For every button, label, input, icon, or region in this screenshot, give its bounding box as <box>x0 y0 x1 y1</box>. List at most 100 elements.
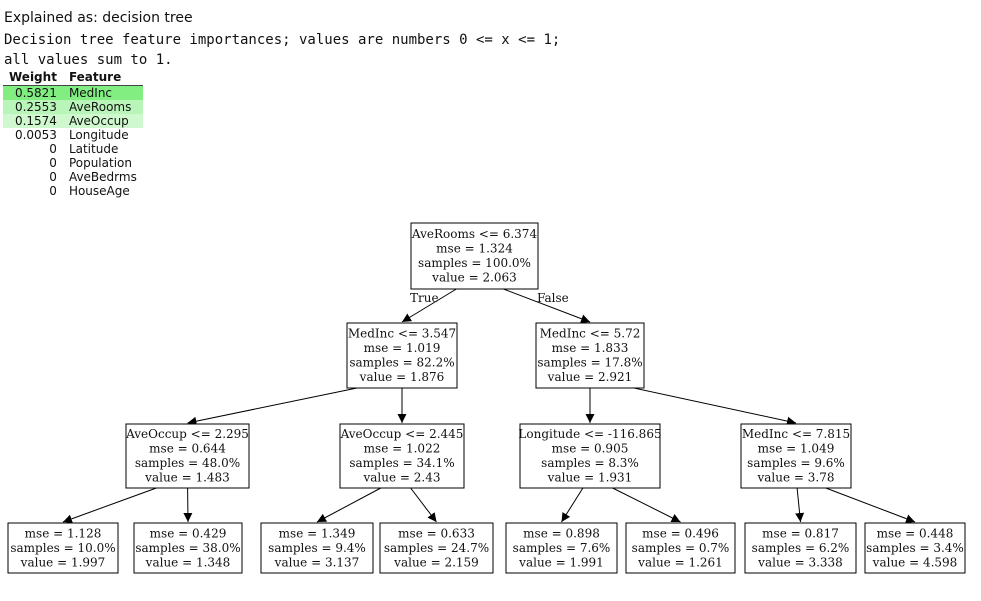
edge-label-true: True <box>410 291 439 305</box>
node-box <box>740 423 852 489</box>
weight-value: 0.1574 <box>14 114 57 128</box>
node-text-line: value = 4.598 <box>872 555 958 569</box>
weight-value: 0 <box>49 184 57 198</box>
node-text-line: mse = 0.905 <box>552 442 629 456</box>
weights-row: 0.1574 AveOccup <box>3 114 143 128</box>
node-text-line: samples = 7.6% <box>513 541 611 555</box>
feature-name: AveBedrms <box>68 170 137 184</box>
tree-edge-arrow <box>187 387 358 426</box>
feature-name: Longitude <box>68 128 129 142</box>
node-text-line: mse = 0.898 <box>523 526 600 540</box>
node-text-line: samples = 17.8% <box>537 356 642 370</box>
node-box <box>125 423 250 489</box>
tree-edge-arrow <box>503 288 591 324</box>
node-box <box>535 322 645 389</box>
node-box <box>864 522 966 574</box>
weight-column-header: Weight <box>3 70 63 86</box>
node-text-line: value = 1.991 <box>518 555 604 569</box>
node-text-line: AveOccup <= 2.295 <box>125 427 249 441</box>
node-box <box>744 522 857 574</box>
node-box <box>346 322 458 389</box>
node-text-line: mse = 1.049 <box>758 442 835 456</box>
feature-name: MedInc <box>68 86 113 100</box>
node-text-line: samples = 6.2% <box>752 541 850 555</box>
node-text-line: mse = 0.429 <box>150 526 227 540</box>
node-text-line: AveOccup <= 2.445 <box>340 427 464 441</box>
node-box <box>339 423 465 489</box>
node-box <box>260 522 374 574</box>
tree-edge-arrow <box>401 288 457 323</box>
weight-value: 0 <box>49 142 57 156</box>
node-text-line: value = 1.997 <box>20 555 106 569</box>
weight-value: 0.0053 <box>14 128 57 142</box>
explained-as-title: Explained as: decision tree <box>4 10 193 26</box>
importance-description: Decision tree feature importances; value… <box>4 30 560 70</box>
node-text-line: mse = 0.448 <box>877 526 954 540</box>
node-text-line: samples = 24.7% <box>384 541 489 555</box>
edge-label-false: False <box>537 291 569 305</box>
node-box <box>133 522 243 574</box>
node-text-line: mse = 1.349 <box>279 526 356 540</box>
tree-edge-arrow <box>410 487 437 523</box>
feature-name: Population <box>68 156 132 170</box>
tree-edge-arrow <box>795 487 805 523</box>
node-text-line: samples = 48.0% <box>135 456 240 470</box>
node-text-line: MedInc <= 5.72 <box>540 327 641 341</box>
node-text-line: mse = 1.022 <box>364 442 441 456</box>
weight-value: 0 <box>49 170 57 184</box>
feature-name: AveOccup <box>68 114 129 128</box>
node-text-line: mse = 0.644 <box>149 442 226 456</box>
description-line-2: all values sum to 1. <box>4 52 173 68</box>
node-text-line: value = 1.261 <box>637 555 723 569</box>
node-text-line: mse = 1.324 <box>436 242 513 256</box>
node-text-line: samples = 82.2% <box>349 356 454 370</box>
node-text-line: mse = 1.833 <box>552 341 629 355</box>
node-text-line: value = 3.78 <box>756 471 834 485</box>
node-text-line: value = 1.348 <box>145 555 231 569</box>
node-text-line: value = 3.338 <box>757 555 843 569</box>
node-text-line: samples = 100.0% <box>418 256 531 270</box>
node-text-line: value = 1.876 <box>359 370 445 384</box>
node-text-line: value = 1.931 <box>547 471 633 485</box>
weights-row: 0 AveBedrms <box>3 170 143 184</box>
node-text-line: AveRooms <= 6.374 <box>411 227 538 241</box>
node-text-line: mse = 0.817 <box>762 526 839 540</box>
node-box <box>410 222 539 290</box>
tree-edge-arrow <box>316 487 382 523</box>
tree-edges <box>62 288 916 524</box>
node-text-line: samples = 10.0% <box>10 541 115 555</box>
node-box <box>519 423 661 489</box>
feature-name: Latitude <box>68 142 119 156</box>
feature-name: AveRooms <box>68 100 132 114</box>
node-box <box>505 522 618 574</box>
node-text-line: mse = 0.633 <box>398 526 475 540</box>
node-box <box>625 522 736 574</box>
tree-edge-arrow <box>561 487 584 523</box>
node-text-line: samples = 38.0% <box>135 541 240 555</box>
feature-name: HouseAge <box>68 184 130 198</box>
node-text-line: samples = 0.7% <box>632 541 730 555</box>
node-box <box>379 522 494 574</box>
node-text-line: MedInc <= 3.547 <box>348 327 456 341</box>
description-line-1: Decision tree feature importances; value… <box>4 32 561 48</box>
node-text-line: value = 1.483 <box>144 471 230 485</box>
